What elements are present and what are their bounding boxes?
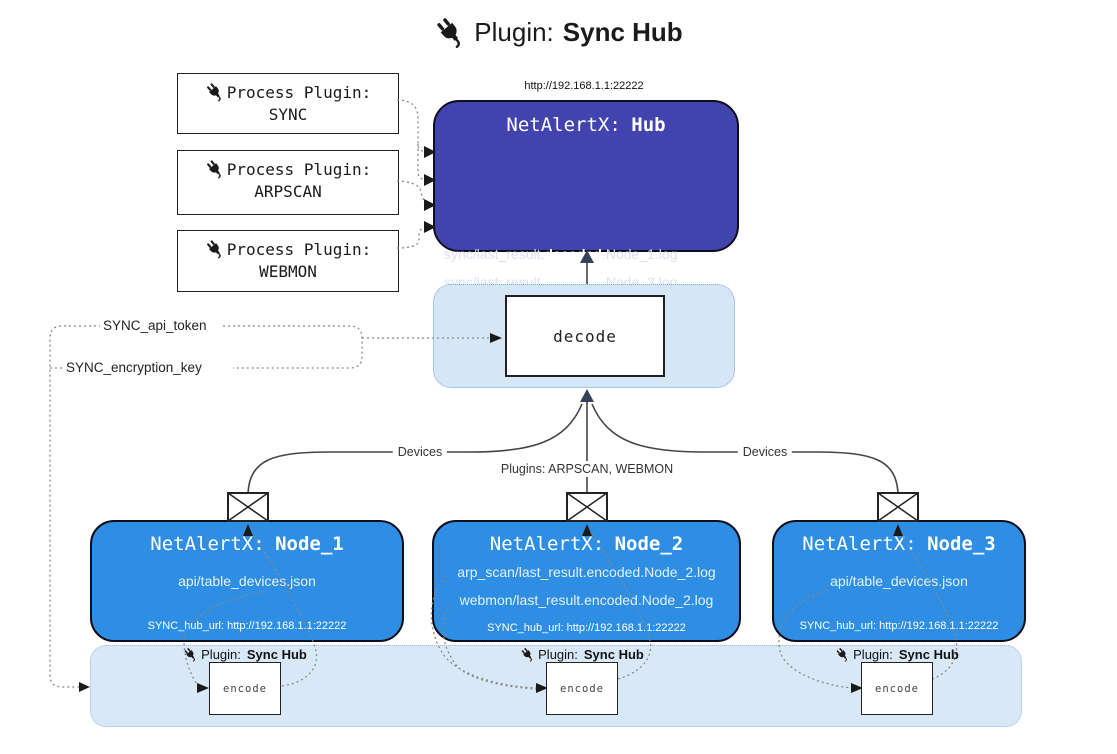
plug-icon: [836, 648, 847, 662]
node-file-line: api/table_devices.json: [178, 573, 316, 589]
process-plugin-name: ARPSCAN: [254, 182, 322, 201]
plug-icon: [183, 647, 198, 662]
hub-box: NetAlertX: Hub sync/last_result.decoded.N…: [433, 100, 739, 337]
plug-icon: [205, 239, 225, 259]
plug-icon: [520, 647, 535, 662]
page-title-label: Plugin:: [474, 17, 554, 47]
hub-url: http://192.168.1.1:22222: [524, 80, 644, 92]
node-file-line: arp_scan/last_result.encoded.Node_2.log: [457, 564, 716, 580]
plug-icon: [205, 82, 225, 102]
node-hub-url: SYNC_hub_url: http://192.168.1.1:22222: [487, 622, 686, 634]
node-2-box: NetAlertX:Node_2 arp_scan/last_result.en…: [432, 520, 741, 642]
process-plugin-name: SYNC: [268, 105, 308, 124]
encode-box-2: encode: [546, 662, 618, 715]
encoder-label-2: Plugin:Sync Hub: [520, 647, 644, 662]
node-hub-url: SYNC_hub_url: http://192.168.1.1:22222: [799, 620, 999, 632]
node-title: NetAlertX:Node_1: [150, 533, 344, 555]
process-plugin-webmon: Process Plugin: WEBMON: [177, 230, 399, 292]
devices-right-label: Devices: [737, 444, 793, 460]
envelope-icon-node1: [227, 492, 269, 522]
plug-icon: [206, 240, 221, 259]
encode-box-3: encode: [861, 662, 933, 715]
hub-title-name: Hub: [631, 114, 666, 136]
node-title: NetAlertX:Node_2: [489, 533, 684, 555]
plug-icon: [206, 160, 221, 179]
process-plugin-arpscan: Process Plugin: ARPSCAN: [177, 150, 399, 215]
sync-api-token-label: SYNC_api_token: [100, 318, 210, 333]
hub-title-label: NetAlertX:: [506, 114, 621, 136]
encoder-label-3: Plugin:Sync Hub: [835, 647, 959, 662]
envelope-icon-node2: [566, 492, 608, 522]
process-plugin-name: WEBMON: [259, 262, 317, 281]
node-1-box: NetAlertX:Node_1 api/table_devices.json …: [90, 520, 404, 642]
encoder-label-1: Plugin:Sync Hub: [183, 647, 307, 662]
hub-log-line: sync/last_result.decoded.Node_1.log: [444, 246, 678, 262]
plug-icon: [437, 18, 461, 49]
node-3-box: NetAlertX:Node_3 api/table_devices.json …: [772, 520, 1026, 642]
plug-icon: [521, 648, 532, 662]
devices-left-label: Devices: [392, 444, 448, 460]
page-title: Plugin: Sync Hub: [0, 16, 1117, 49]
node-title: NetAlertX:Node_3: [802, 533, 996, 555]
plug-icon: [206, 83, 221, 102]
node-file-line: webmon/last_result.encoded.Node_2.log: [459, 592, 714, 608]
process-plugin-label: Process Plugin:: [226, 159, 372, 179]
plug-icon: [184, 648, 195, 662]
process-plugin-sync: Process Plugin: SYNC: [177, 73, 399, 134]
plug-icon: [835, 647, 850, 662]
envelope-icon: [566, 492, 608, 522]
encode-box-1: encode: [209, 662, 281, 715]
hub-title: NetAlertX: Hub: [435, 114, 737, 136]
page-title-name: Sync Hub: [562, 17, 683, 47]
plugins-middle-label: Plugins: ARPSCAN, WEBMON: [495, 461, 679, 477]
plug-icon: [434, 16, 467, 49]
envelope-icon: [877, 492, 919, 522]
sync-encryption-key-label: SYNC_encryption_key: [63, 360, 205, 375]
process-plugin-label: Process Plugin:: [226, 239, 372, 259]
node-file-line: api/table_devices.json: [830, 573, 968, 589]
node-hub-url: SYNC_hub_url: http://192.168.1.1:22222: [147, 620, 347, 632]
envelope-icon: [227, 492, 269, 522]
plug-icon: [205, 159, 225, 179]
envelope-icon-node3: [877, 492, 919, 522]
decode-box: decode: [505, 295, 665, 377]
process-plugin-label: Process Plugin:: [226, 82, 372, 102]
